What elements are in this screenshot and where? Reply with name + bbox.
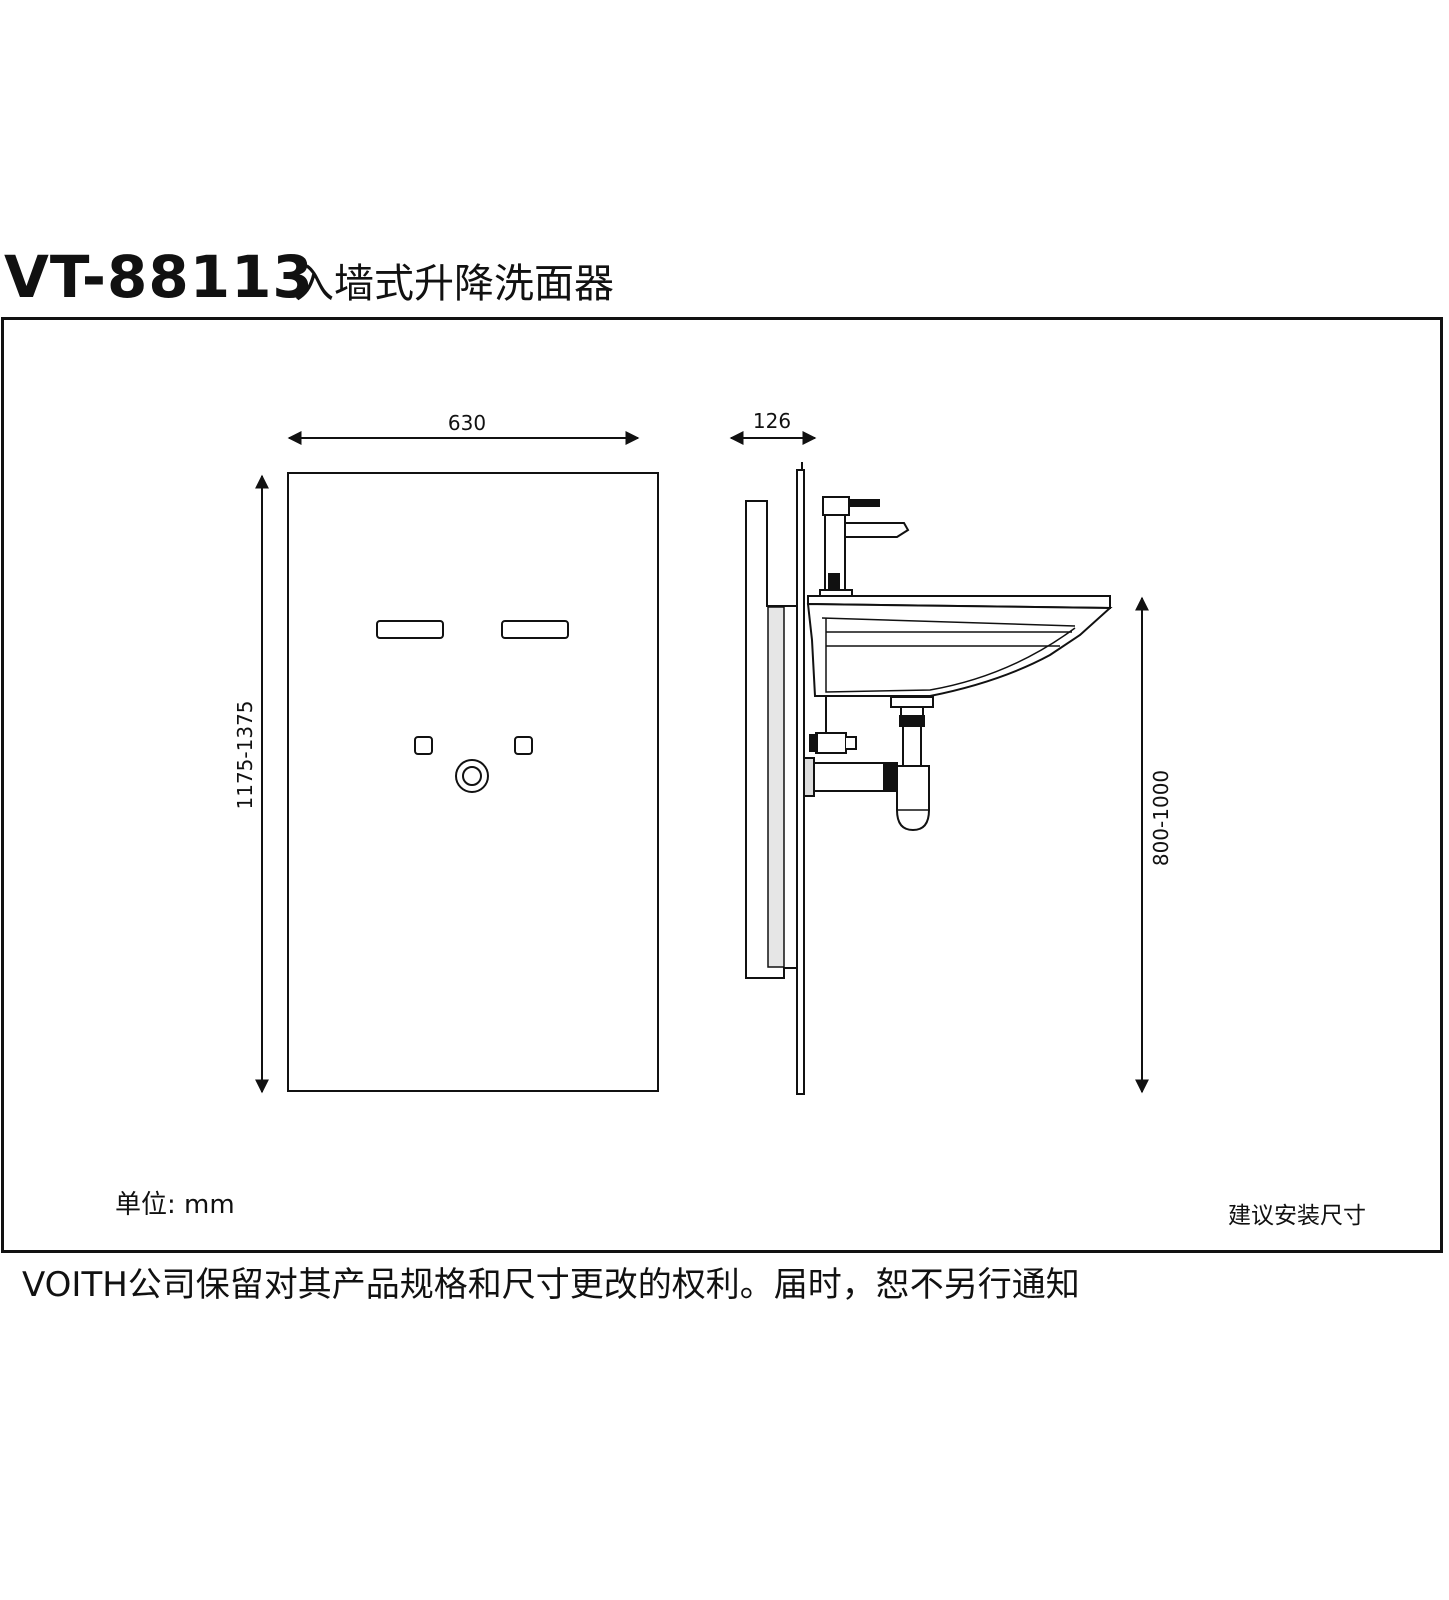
front-drain-inner [462,766,482,786]
disclaimer: VOITH公司保留对其产品规格和尺寸更改的权利。届时，恕不另行通知 [22,1265,1080,1305]
drain-nut [899,715,925,727]
width-label: 630 [448,411,486,435]
faucet-spout [844,522,910,538]
unit-label: 单位: mm [115,1190,235,1220]
drawing-frame [1,317,1443,1253]
p-trap [896,765,930,832]
basin-bowl [806,602,1113,697]
front-panel [287,472,659,1092]
angle-valve [815,732,847,754]
trap-arm [811,762,889,792]
mounting-frame [745,500,798,979]
front-slot-left [376,620,444,639]
basin-inner-curve [825,618,1076,693]
angle-valve-stem [809,734,818,752]
suggested-dimensions-label: 建议安装尺寸 [1228,1203,1366,1229]
front-valve-right [514,736,533,755]
front-drain-outer [455,759,489,793]
trap-arm-nut [883,762,898,792]
wall-section [796,469,805,1095]
model-code: VT-88113 [4,243,314,311]
height-label: 1175-1375 [233,700,257,809]
faucet-nut [828,573,840,591]
depth-label: 126 [753,409,791,433]
product-name: 入墙式升降洗面器 [294,261,614,307]
frame-gray-strip [767,606,785,968]
faucet-head [822,496,850,516]
side-view [745,462,1113,1095]
front-view [287,472,659,1092]
drain-flange [890,696,934,708]
front-slot-right [501,620,569,639]
angle-valve-handle [846,736,857,750]
wall-flange [803,757,815,797]
basin-inner [821,617,1076,647]
basin-height-label: 800-1000 [1149,770,1173,866]
drain-pipe [902,725,922,767]
faucet-handle [848,499,880,507]
front-valve-left [414,736,433,755]
